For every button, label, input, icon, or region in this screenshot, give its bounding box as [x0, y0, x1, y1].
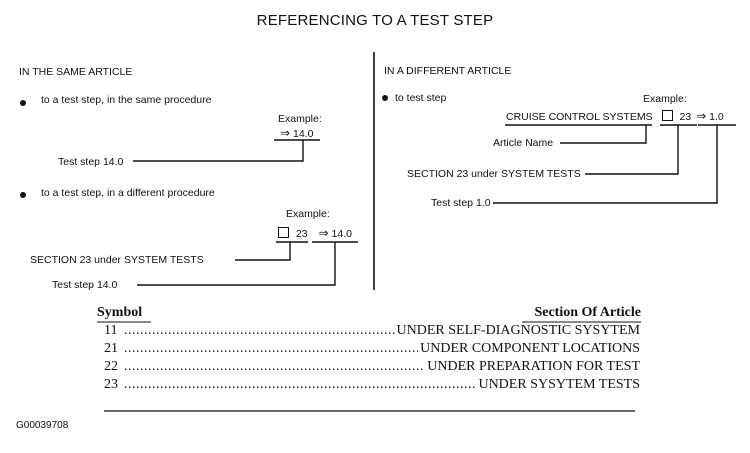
table-row-symbol: 21: [104, 341, 118, 356]
left-item2-step-value: 14.0: [331, 228, 352, 240]
left-item1-example-value: 14.0: [292, 128, 314, 140]
right-item1-article: CRUISE CONTROL SYSTEMS: [506, 111, 653, 123]
left-item2-callout-section: SECTION 23 under SYSTEM TESTS: [30, 254, 204, 266]
arrow-icon: ⇒: [318, 226, 329, 240]
right-item1-example-label: Example:: [643, 93, 687, 105]
left-heading: IN THE SAME ARTICLE: [19, 66, 133, 78]
table-header-symbol: Symbol: [97, 305, 143, 320]
table-row-symbol: 23: [104, 377, 118, 392]
left-item2-callout-step: Test step 14.0: [52, 279, 118, 291]
table-row-section: UNDER PREPARATION FOR TEST: [425, 359, 640, 375]
right-item1-text: to test step: [395, 92, 447, 104]
section-box-icon: [278, 227, 289, 238]
right-callout-section-line: [585, 125, 679, 175]
table-row: 22 .....................................…: [104, 359, 640, 377]
arrow-icon: ⇒: [280, 126, 291, 140]
left2-callout-step-line: [137, 242, 336, 286]
table-row-symbol: 11: [104, 323, 118, 338]
table-row-section: UNDER COMPONENT LOCATIONS: [418, 341, 640, 357]
bullet-left-1: [20, 100, 26, 106]
left-item1-callout: Test step 14.0: [58, 156, 124, 168]
left-item1-example-label: Example:: [278, 113, 322, 125]
left-item1-text: to a test step, in the same procedure: [41, 94, 212, 106]
left2-callout-section-line: [235, 242, 291, 261]
left-item2-example: 23 ⇒ 14.0: [278, 226, 352, 240]
table-header-section: Section Of Article: [534, 305, 641, 320]
right-callout-step-line: [493, 125, 718, 204]
table-row-section: UNDER SELF-DIAGNOSTIC SYSYTEM: [394, 323, 640, 339]
right-callout-section: SECTION 23 under SYSTEM TESTS: [407, 168, 581, 180]
left-item2-text: to a test step, in a different procedure: [41, 187, 215, 199]
left-item2-example-label: Example:: [286, 208, 330, 220]
arrow-icon: ⇒: [696, 109, 707, 123]
right-item1-example: CRUISE CONTROL SYSTEMS 23 ⇒ 1.0: [506, 109, 724, 123]
section-box-icon: [661, 110, 673, 121]
right-callout-article: Article Name: [493, 137, 554, 149]
table-row: 11 .....................................…: [104, 323, 640, 341]
right-item1-step-value: 1.0: [709, 111, 724, 123]
left-item2-section-num: 23: [295, 228, 308, 240]
bullet-right-1: [382, 95, 388, 101]
table-row: 21 .....................................…: [104, 341, 640, 359]
right-callout-article-line: [560, 125, 647, 144]
table-row-section: UNDER SYSYTEM TESTS: [476, 377, 640, 393]
page-title: REFERENCING TO A TEST STEP: [256, 12, 494, 29]
table-row-symbol: 22: [104, 359, 118, 374]
right-heading: IN A DIFFERENT ARTICLE: [384, 65, 512, 77]
left1-callout-line: [133, 140, 304, 162]
figure-id: G00039708: [16, 420, 69, 431]
right-item1-section-num: 23: [679, 111, 692, 123]
right-callout-step: Test step 1.0: [431, 197, 491, 209]
table-row: 23 .....................................…: [104, 377, 640, 395]
bullet-left-2: [20, 192, 26, 198]
left-item1-example: ⇒ 14.0: [280, 126, 313, 140]
